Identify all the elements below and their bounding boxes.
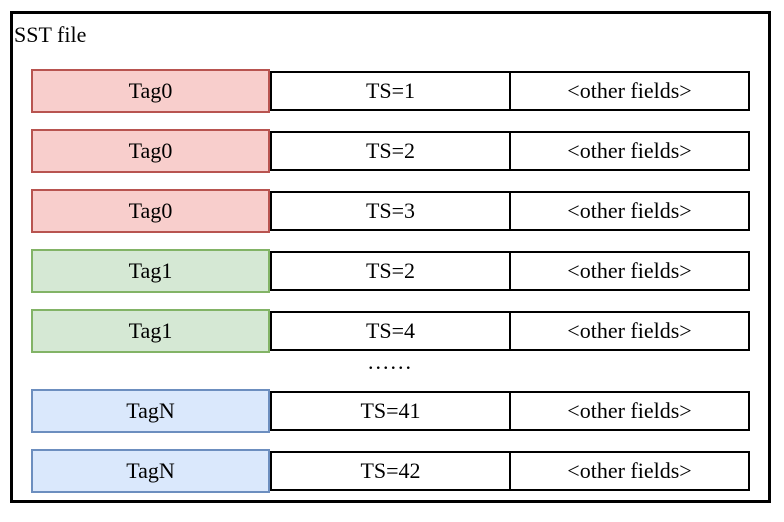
tag-cell: Tag0 [31, 189, 270, 233]
other-fields-cell: <other fields> [509, 391, 750, 431]
other-fields-cell: <other fields> [509, 251, 750, 291]
diagram-title: SST file [14, 22, 87, 47]
record-row-2: Tag0 TS=2 <other fields> [31, 129, 750, 173]
record-row-1: Tag0 TS=1 <other fields> [31, 69, 750, 113]
timestamp-cell: TS=42 [270, 451, 511, 491]
tag-cell: Tag1 [31, 249, 270, 293]
record-row-3: Tag0 TS=3 <other fields> [31, 189, 750, 233]
other-fields-cell: <other fields> [509, 131, 750, 171]
timestamp-cell: TS=4 [270, 311, 511, 351]
timestamp-cell: TS=2 [270, 251, 511, 291]
tag-cell: Tag1 [31, 309, 270, 353]
tag-cell: TagN [31, 389, 270, 433]
tag-cell: Tag0 [31, 129, 270, 173]
other-fields-cell: <other fields> [509, 311, 750, 351]
other-fields-cell: <other fields> [509, 191, 750, 231]
timestamp-cell: TS=3 [270, 191, 511, 231]
timestamp-cell: TS=2 [270, 131, 511, 171]
record-row-5: Tag1 TS=4 <other fields> [31, 309, 750, 353]
record-row-4: Tag1 TS=2 <other fields> [31, 249, 750, 293]
other-fields-cell: <other fields> [509, 451, 750, 491]
record-row-7: TagN TS=42 <other fields> [31, 449, 750, 493]
tag-cell: Tag0 [31, 69, 270, 113]
rows-ellipsis: ...... [368, 349, 413, 374]
record-row-6: TagN TS=41 <other fields> [31, 389, 750, 433]
tag-cell: TagN [31, 449, 270, 493]
timestamp-cell: TS=41 [270, 391, 511, 431]
timestamp-cell: TS=1 [270, 71, 511, 111]
other-fields-cell: <other fields> [509, 71, 750, 111]
